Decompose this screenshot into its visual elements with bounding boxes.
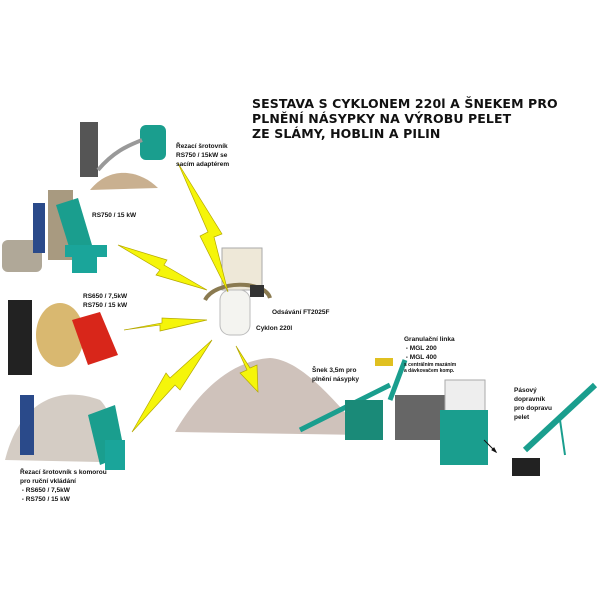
label-line: - RS650 / 7,5kW [20,487,70,494]
label-line: plnění násypky [312,376,359,383]
cyclone-extractor [203,247,272,336]
arrow-icon [123,317,208,332]
shredder-rs650-image [8,300,118,375]
shredder-rs750-image [2,190,107,273]
label-pellet-line: Granulační linka - MGL 200 - MGL 400 s c… [404,335,456,374]
shredder-suction-image [80,122,166,190]
title-line: ZE SLÁMY, HOBLIN A PILIN [252,126,441,141]
label-line: RS750 / 15 kW [92,212,137,219]
label-line: Pásový [514,387,537,394]
sawdust-pile [175,358,365,435]
label-line: sacím adaptérem [176,161,230,168]
label-line: Řezací šrotovník s komorou [20,469,107,476]
label-line: RS750 / 15kW se [176,152,228,159]
label-line: dopravník [514,396,546,403]
title-line: PLNĚNÍ NÁSYPKY NA VÝROBU PELET [252,111,512,126]
label-line: a dávkovačem komp. [404,368,455,374]
label-line: RS750 / 15 kW [83,302,128,309]
label-line: pro ruční vkládání [20,478,76,485]
label-extraction: Odsávání FT2025F [272,308,329,317]
label-line: Cyklon 220l [256,325,293,332]
arrow-icon [235,345,259,393]
label-line: - MGL 400 [404,354,437,361]
arrow-icon [117,244,208,291]
label-line: pelet [514,414,530,421]
label-line: s centrálním mazáním [404,362,457,368]
label-line: pro dopravu [514,405,552,412]
pellet-line-image [298,358,540,476]
label-line: - RS750 / 15 kW [20,496,70,503]
conveyor-image [522,382,598,456]
label-shredder-rs750: RS750 / 15 kW [92,211,136,220]
label-line: Granulační linka [404,336,455,343]
label-line: - MGL 200 [404,345,437,352]
title-line: SESTAVA S CYKLONEM 220l A ŠNEKEM PRO [252,96,558,111]
label-line: Řezací šrotovník [176,143,228,150]
label-line: Šnek 3,5m pro [312,367,357,374]
label-auger: Šnek 3,5m pro plnění násypky [312,366,359,384]
label-shredder-manual: Řezací šrotovník s komorou pro ruční vkl… [20,468,107,504]
arrow-icon [177,162,229,293]
label-shredder-suction: Řezací šrotovník RS750 / 15kW se sacím a… [176,142,229,169]
diagram-title: SESTAVA S CYKLONEM 220l A ŠNEKEM PRO PLN… [252,96,558,141]
label-line: RS650 / 7,5kW [83,293,128,300]
shredder-manual-image [5,394,125,470]
label-line: Odsávání FT2025F [272,309,330,316]
label-conveyor: Pásový dopravník pro dopravu pelet [514,386,552,422]
label-cyclone: Cyklon 220l [256,324,292,333]
label-shredder-rs650: RS650 / 7,5kW RS750 / 15 kW [83,292,127,310]
arrow-icon [131,339,213,433]
